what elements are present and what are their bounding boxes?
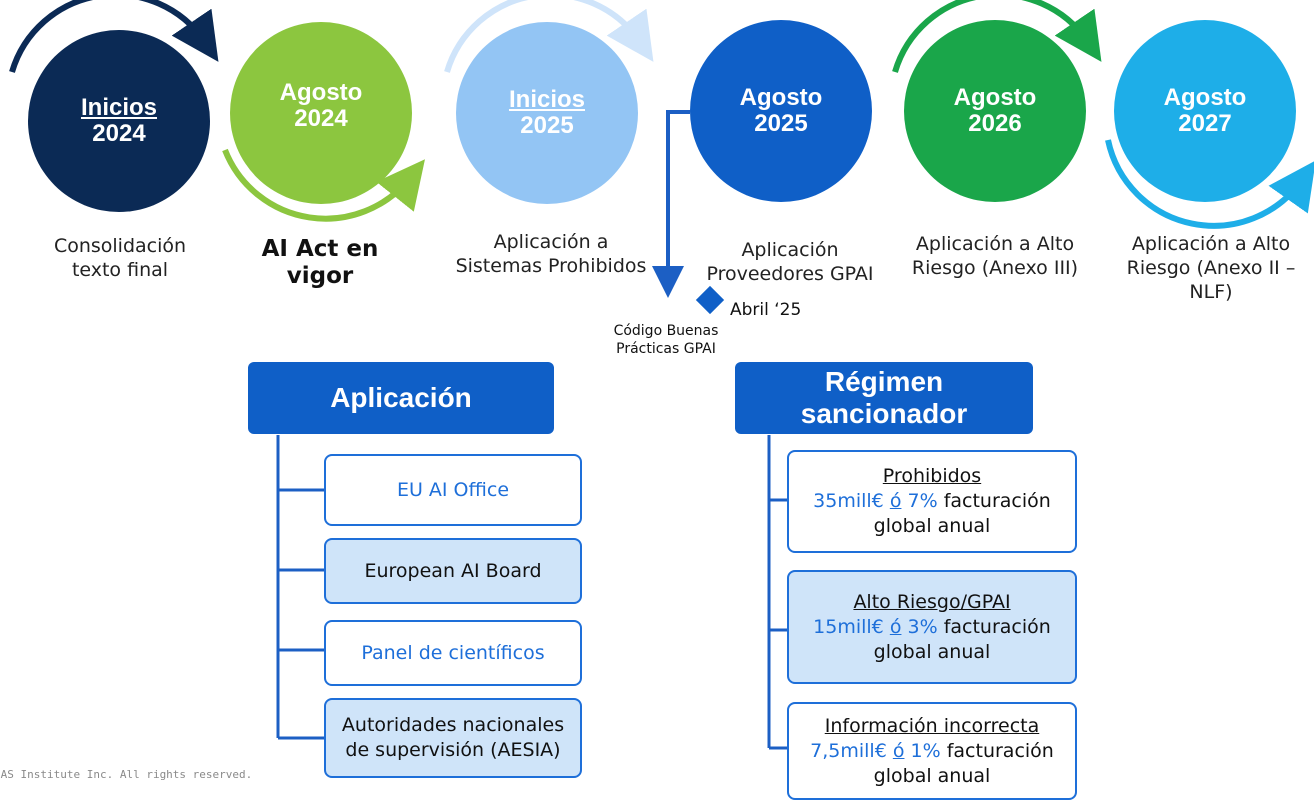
aplicacion-header: Aplicación [248,362,554,434]
caption-5-line2: Riesgo (Anexo III) [911,257,1079,279]
caption-2-line2: vigor [286,263,354,289]
arc-1 [9,0,219,73]
amount: 7,5mill€ [810,739,887,762]
regimen-item-prohibidos: Prohibidos 35mill€ ó 7% facturación glob… [787,450,1077,553]
milestone-connector [652,110,690,298]
regimen-item-line2: global anual [873,640,991,663]
regimen-item-line1: 15mill€ ó 3% facturación [813,615,1051,640]
regimen-item-title: Alto Riesgo/GPAI [853,590,1011,613]
caption-5: Aplicación a Alto Riesgo (Anexo III) [890,232,1100,280]
pct: 1% [910,739,941,762]
arc-3 [444,0,654,73]
arc-5 [892,0,1102,73]
circle-1-line2: 2024 [92,120,146,147]
timeline-circle-5: Agosto 2026 [904,20,1086,202]
circle-6-line2: 2027 [1178,110,1232,137]
item-text: Autoridades nacionales de supervisión (A… [341,714,565,761]
caption-6: Aplicación a Alto Riesgo (Anexo II – NLF… [1108,232,1314,304]
regimen-item-title: Información incorrecta [824,714,1040,737]
timeline-circle-4: Agosto 2025 [690,20,872,202]
aplicacion-item-european-ai-board: European AI Board [324,538,582,604]
circle-5-line2: 2026 [968,110,1022,137]
timeline-circle-6: Agosto 2027 [1114,20,1296,202]
regimen-item-line1: 7,5mill€ ó 1% facturación [810,739,1054,764]
sep: ó [892,739,905,762]
caption-2-line1: AI Act en [261,236,379,262]
caption-5-line1: Aplicación a Alto [915,233,1075,255]
aplicacion-tree-lines [276,435,324,740]
timeline-circle-2: Agosto 2024 [230,22,412,204]
sep: ó [889,490,902,512]
caption-3: Aplicación a Sistemas Prohibidos [440,230,662,278]
regimen-header: Régimen sancionador [735,362,1033,434]
caption-1-line1: Consolidación [53,235,187,257]
item-text: European AI Board [364,559,542,582]
rest: facturación [943,490,1051,512]
caption-6-line1: Aplicación a Alto [1131,233,1291,255]
timeline-circle-1: Inicios 2024 [28,30,210,212]
amount: 15mill€ [813,615,884,638]
regimen-item-line2: global anual [873,764,991,787]
milestone-label: Código Buenas Prácticas GPAI [596,322,736,358]
caption-1: Consolidación texto final [10,234,230,282]
regimen-title-line1: Régimen [824,366,944,397]
pct: 3% [907,615,938,638]
circle-5-line1: Agosto [953,84,1037,111]
circle-3-line1: Inicios [508,86,586,113]
milestone-diamond [695,285,725,315]
rest: facturación [943,615,1051,638]
aplicacion-item-eu-ai-office: EU AI Office [324,454,582,526]
caption-6-line3: NLF) [1189,281,1233,303]
circle-1-line1: Inicios [80,94,158,121]
arc-2 [222,148,425,222]
regimen-item-title: Prohibidos [882,465,982,487]
regimen-tree-lines [767,435,787,750]
caption-4: Aplicación Proveedores GPAI [680,238,900,286]
circle-4-line2: 2025 [754,110,808,137]
caption-1-line2: texto final [71,259,169,281]
circle-2-line1: Agosto [279,79,363,106]
sep: ó [889,615,902,638]
regimen-item-line2: global anual [873,515,991,537]
caption-6-line2: Riesgo (Anexo II – [1126,257,1296,279]
rest: facturación [946,739,1054,762]
item-text: EU AI Office [396,478,510,501]
caption-2: AI Act en vigor [220,236,420,290]
caption-3-line1: Aplicación a [493,231,609,253]
aplicacion-title: Aplicación [330,382,472,413]
caption-4-line2: Proveedores GPAI [706,263,874,285]
arc-6 [1105,139,1314,229]
circle-2-line2: 2024 [294,105,348,132]
aplicacion-item-panel-cientificos: Panel de científicos [324,620,582,686]
regimen-item-line1: 35mill€ ó 7% facturación [813,489,1051,514]
amount: 35mill€ [813,490,884,512]
caption-4-line1: Aplicación [741,239,839,261]
pct: 7% [907,490,938,512]
milestone-label-line1: Código Buenas [613,323,719,339]
caption-3-line2: Sistemas Prohibidos [455,255,647,277]
circle-3-line2: 2025 [520,112,574,139]
timeline-circle-3: Inicios 2025 [456,22,638,204]
item-text: Panel de científicos [361,641,545,664]
milestone-date: Abril ‘25 [730,300,802,320]
aplicacion-item-autoridades: Autoridades nacionales de supervisión (A… [324,698,582,778]
footer-copyright: SAS Institute Inc. All rights reserved. [0,768,253,781]
milestone-label-line2: Prácticas GPAI [616,341,716,357]
circle-6-line1: Agosto [1163,84,1247,111]
regimen-item-alto-riesgo: Alto Riesgo/GPAI 15mill€ ó 3% facturació… [787,570,1077,684]
regimen-title-line2: sancionador [800,398,968,429]
circle-4-line1: Agosto [739,84,823,111]
regimen-item-informacion: Información incorrecta 7,5mill€ ó 1% fac… [787,702,1077,800]
